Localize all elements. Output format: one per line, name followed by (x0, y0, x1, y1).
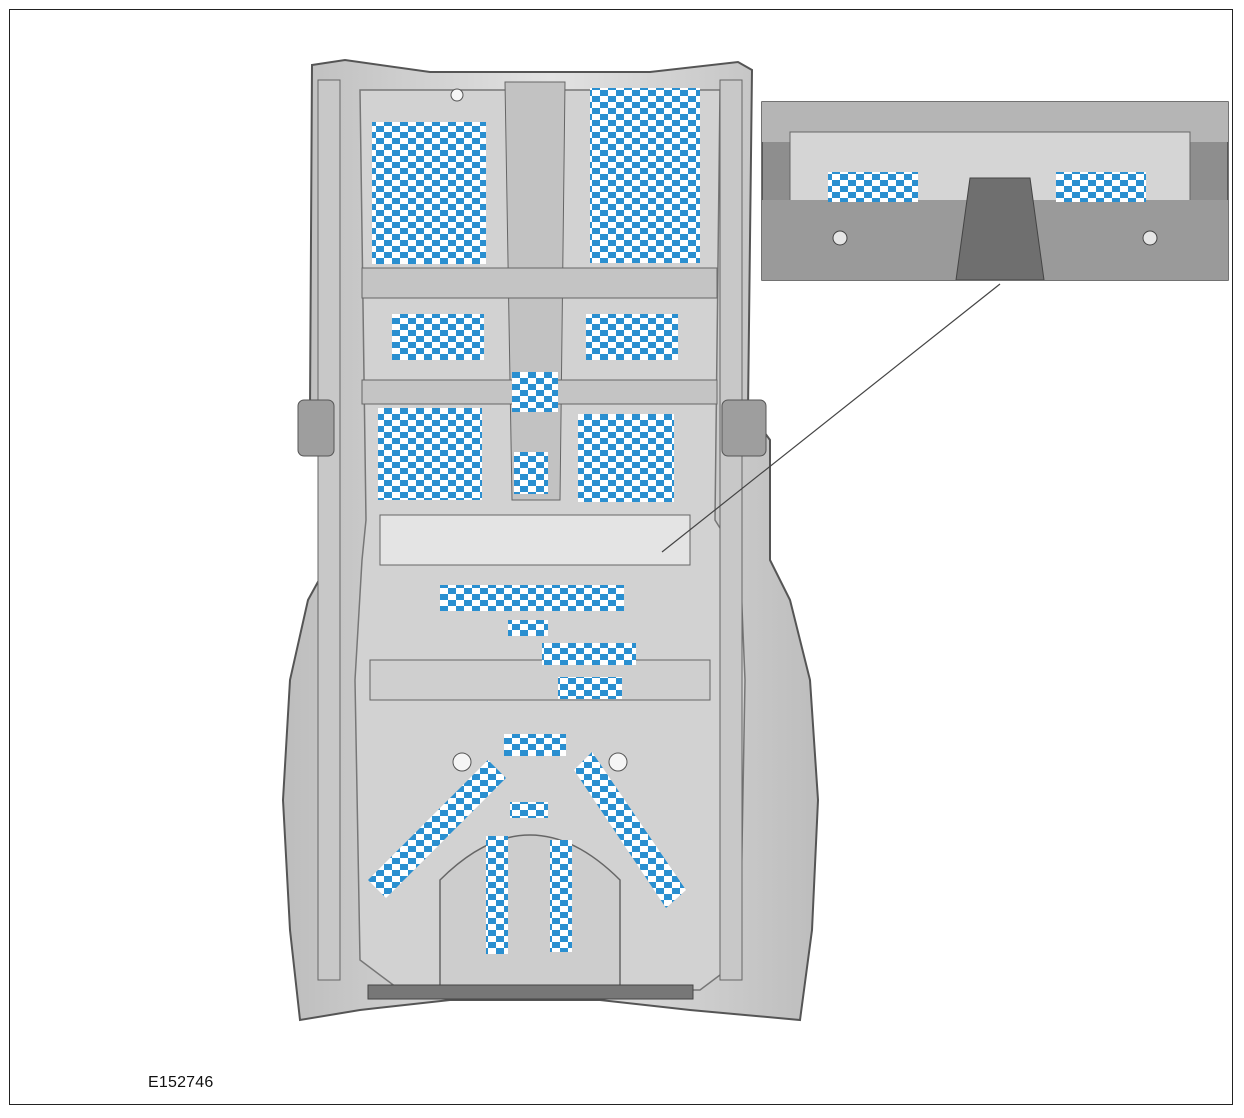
pad-rear-seat-wide (440, 585, 624, 611)
inset-pad-left (828, 172, 918, 202)
pad-boot-center (510, 802, 548, 818)
pad-mid-left (392, 314, 484, 360)
pad-mid-right (586, 314, 678, 360)
pad-rear-right (578, 414, 674, 502)
pad-well-left (486, 836, 508, 954)
pad-rear-seat-lower (558, 677, 622, 699)
pad-rear-left (378, 408, 482, 500)
pad-boot-front (504, 734, 566, 756)
pad-rear-seat-mid (542, 643, 636, 665)
pad-diagonal-right (574, 752, 686, 908)
pad-well-right (550, 840, 572, 952)
acoustic-pads (368, 88, 700, 954)
pad-front-right (590, 88, 700, 263)
inset-pad-right (1056, 172, 1146, 202)
inset-leader-line (661, 283, 1001, 553)
figure-reference-code: E152746 (148, 1074, 214, 1091)
pad-front-left (372, 122, 486, 264)
pad-tunnel-lower (514, 452, 548, 494)
inset-detail-view (761, 101, 1229, 281)
pad-tunnel-upper (512, 372, 558, 412)
pad-rear-seat-small (508, 620, 548, 636)
pad-diagonal-left (368, 760, 506, 898)
